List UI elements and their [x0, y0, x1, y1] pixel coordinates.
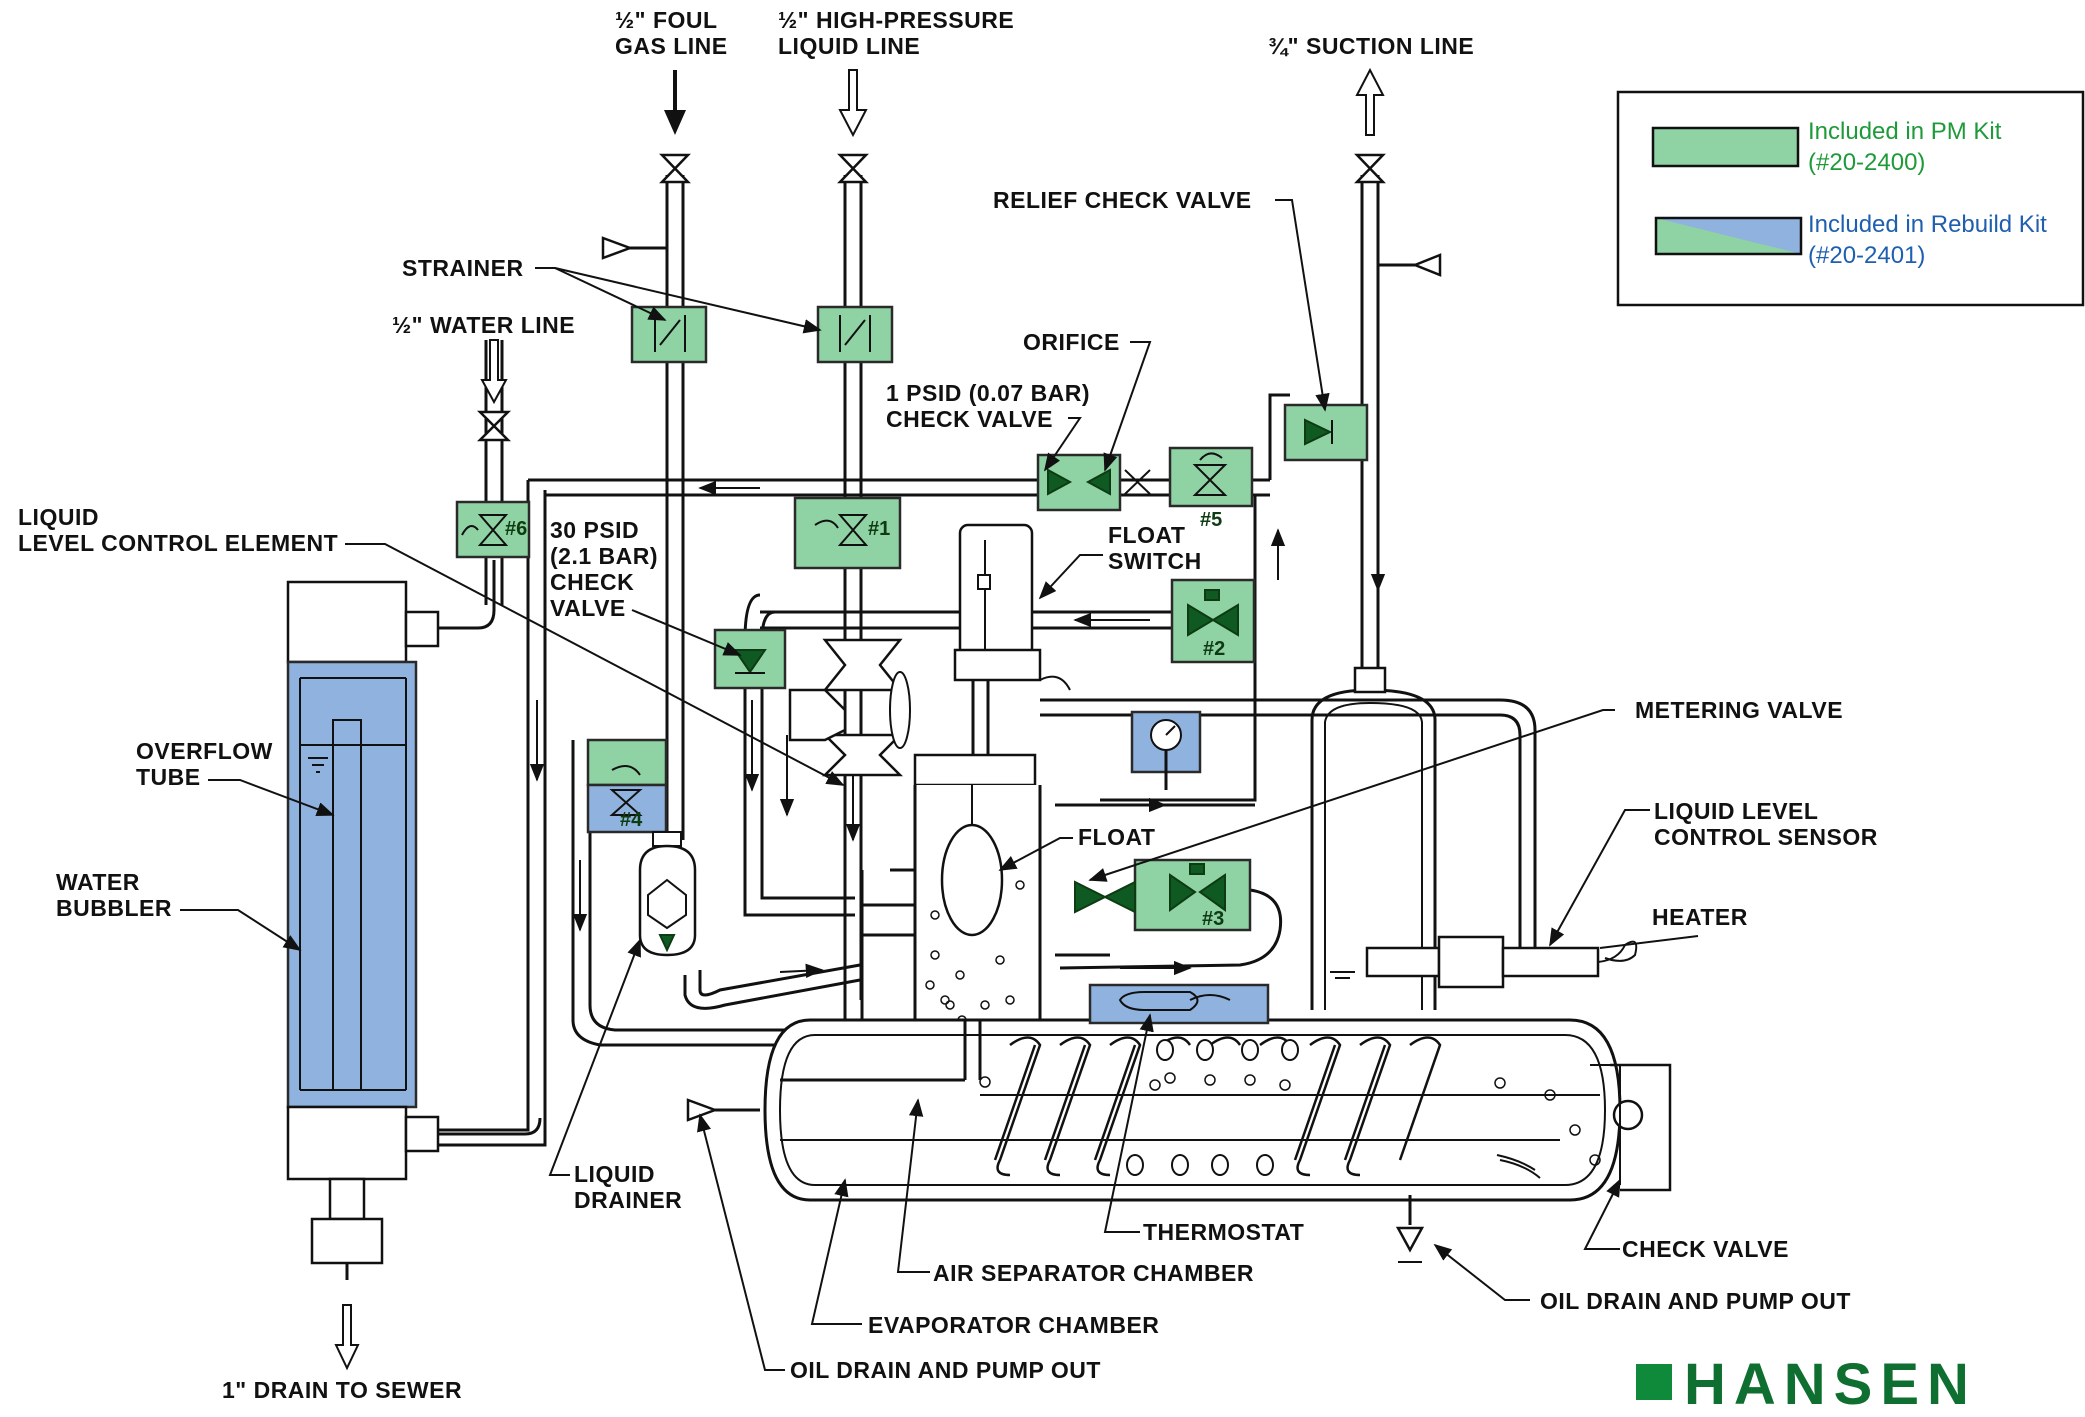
label-float-switch: FLOAT SWITCH — [1108, 522, 1202, 574]
valve-2-label: #2 — [1203, 638, 1225, 660]
thermostat-body — [1088, 983, 1270, 1025]
label-strainer: STRAINER — [402, 255, 524, 281]
label-heater: HEATER — [1652, 904, 1748, 930]
suction-line — [1354, 67, 1442, 670]
suction-dome — [1040, 666, 1537, 1010]
liquid-drainer-body — [638, 831, 697, 957]
label-check-valve-1psid: 1 PSID (0.07 BAR) CHECK VALVE — [886, 380, 1097, 432]
diagram-labels: ½" FOUL GAS LINE ½" HIGH-PRESSURE LIQUID… — [18, 7, 1878, 1401]
label-foul-gas-line: ½" FOUL GAS LINE — [615, 7, 728, 59]
foul-gas-line — [601, 70, 691, 840]
evaporator-vessel — [686, 1018, 1672, 1263]
label-liquid-level-control-element: LIQUID LEVEL CONTROL ELEMENT — [18, 504, 338, 556]
leader-lines — [180, 199, 1699, 1371]
label-orifice: ORIFICE — [1023, 329, 1120, 355]
label-drain-to-sewer: 1" DRAIN TO SEWER — [222, 1377, 462, 1401]
upper-return-line — [405, 478, 1040, 1147]
valve-4-label: #4 — [620, 809, 643, 831]
label-overflow-tube: OVERFLOW TUBE — [136, 738, 280, 790]
valve-3-metering: #3 — [1074, 858, 1252, 932]
valve-6-solenoid: #6 — [455, 500, 531, 559]
valve-2-solenoid: #2 — [1170, 578, 1256, 664]
metering-line — [1055, 797, 1283, 976]
hansen-logo: HANSEN — [1636, 1356, 1977, 1414]
legend-rebuild-label: Included in Rebuild Kit (#20-2401) — [1808, 211, 2054, 269]
valve-5-solenoid: #5 — [1168, 446, 1254, 531]
label-oil-drain-right: OIL DRAIN AND PUMP OUT — [1540, 1288, 1851, 1314]
label-suction-line: ¾" SUCTION LINE — [1268, 33, 1474, 59]
label-evaporator-chamber: EVAPORATOR CHAMBER — [868, 1312, 1159, 1338]
float-switch-bowtie — [788, 638, 911, 777]
strainer-foul-gas — [630, 305, 708, 364]
valve-3-label: #3 — [1202, 908, 1224, 930]
legend-pm-swatch — [1651, 126, 1800, 168]
separator-vessel — [860, 753, 1042, 1022]
relief-check-valve-body — [1283, 403, 1369, 462]
label-oil-drain-bottom: OIL DRAIN AND PUMP OUT — [790, 1357, 1101, 1383]
liquid-level-sensor — [1365, 935, 1638, 989]
valve-4-solenoid: #4 — [586, 738, 668, 834]
hansen-logo-mark-icon — [1636, 1364, 1672, 1400]
label-water-line: ½" WATER LINE — [392, 312, 575, 338]
gauge — [1130, 710, 1202, 790]
label-thermostat: THERMOSTAT — [1143, 1219, 1304, 1245]
legend-pm-label: Included in PM Kit (#20-2400) — [1808, 118, 2008, 176]
label-liquid-drainer: LIQUID DRAINER — [574, 1161, 682, 1213]
legend: Included in PM Kit (#20-2400) Included i… — [1616, 90, 2085, 307]
label-air-separator-chamber: AIR SEPARATOR CHAMBER — [933, 1260, 1254, 1286]
valve-1-solenoid: #1 — [793, 496, 902, 570]
evaporator-coil — [979, 1036, 1601, 1177]
legend-rebuild-swatch — [1654, 216, 1803, 256]
water-line — [476, 339, 512, 605]
label-metering-valve: METERING VALVE — [1635, 697, 1843, 723]
float-switch-body — [953, 523, 1071, 760]
label-check-valve: CHECK VALVE — [1622, 1236, 1789, 1262]
label-liquid-level-control-sensor: LIQUID LEVEL CONTROL SENSOR — [1654, 798, 1878, 850]
label-relief-check-valve: RELIEF CHECK VALVE — [993, 187, 1252, 213]
valve-1-label: #1 — [868, 518, 890, 540]
label-check-valve-30psid: 30 PSID (2.1 BAR) CHECK VALVE — [550, 517, 665, 621]
strainer-hp-liquid — [816, 305, 894, 364]
check-valve-1psid — [1036, 453, 1151, 512]
check-valve-30psid — [713, 628, 787, 690]
label-float: FLOAT — [1078, 824, 1155, 850]
valve-6-label: #6 — [505, 518, 527, 540]
valve-5-label: #5 — [1200, 509, 1222, 531]
label-hp-liquid-line: ½" HIGH-PRESSURE LIQUID LINE — [778, 7, 1021, 59]
water-bubbler — [286, 560, 542, 1371]
label-water-bubbler: WATER BUBBLER — [56, 869, 172, 921]
hansen-logo-text: HANSEN — [1684, 1352, 1977, 1417]
